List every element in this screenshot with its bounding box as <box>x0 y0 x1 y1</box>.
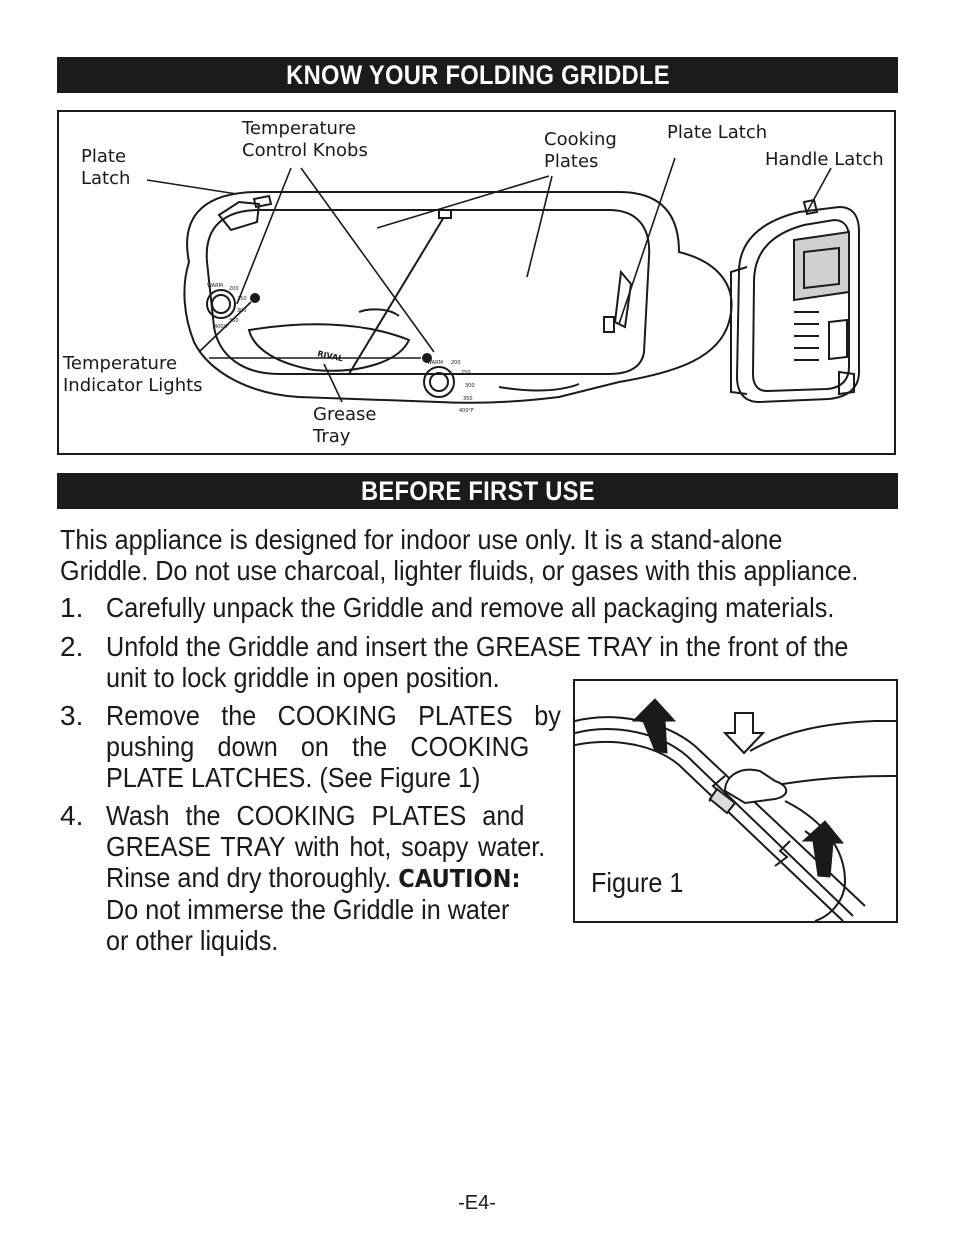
svg-text:350: 350 <box>463 396 473 402</box>
label-plate-latch-right: Plate Latch <box>667 122 768 143</box>
svg-text:200: 200 <box>229 286 239 292</box>
svg-text:WARM: WARM <box>427 360 443 366</box>
page-number: -E4- <box>458 1192 496 1214</box>
intro-paragraph: This appliance is designed for indoor us… <box>60 524 859 586</box>
svg-text:350: 350 <box>229 318 239 324</box>
svg-text:400°F: 400°F <box>459 408 474 414</box>
caution-label: CAUTION: <box>398 864 521 893</box>
section-header-know-your-griddle: KNOW YOUR FOLDING GRIDDLE <box>57 57 898 93</box>
svg-text:250: 250 <box>237 296 247 302</box>
svg-text:200: 200 <box>451 360 461 366</box>
figure-1-illustration <box>575 698 896 921</box>
section-header-before-first-use: BEFORE FIRST USE <box>57 473 898 509</box>
svg-text:250: 250 <box>461 370 471 376</box>
figure-caption: Figure 1 <box>591 867 684 898</box>
section-title: BEFORE FIRST USE <box>360 476 595 506</box>
svg-text:400°F: 400°F <box>214 324 229 330</box>
section-title: KNOW YOUR FOLDING GRIDDLE <box>285 60 670 90</box>
figure-1: Figure 1 <box>573 679 898 923</box>
svg-text:300: 300 <box>465 383 475 389</box>
svg-text:WARM: WARM <box>207 283 223 289</box>
brand-logo: RIVAL <box>317 349 344 363</box>
label-handle-latch: Handle Latch <box>765 149 884 170</box>
